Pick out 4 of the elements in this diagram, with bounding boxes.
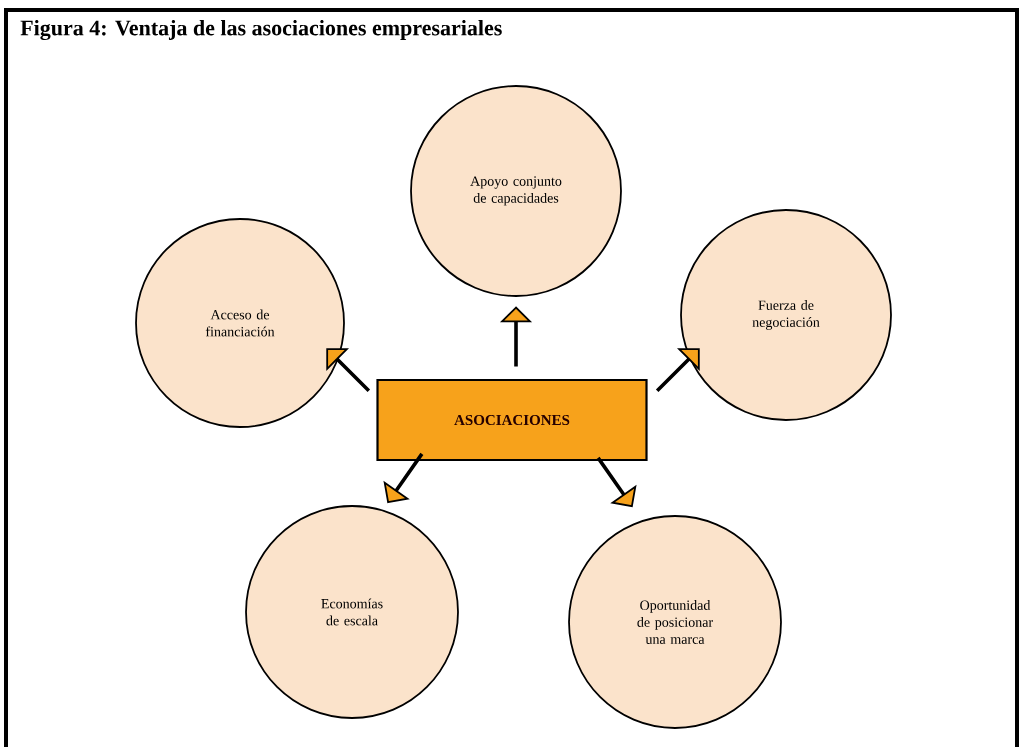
block-arrow [326,348,371,393]
figure-title: Figura 4: Ventaja de las asociaciones empresariales [20,19,502,41]
center-box: ASOCIACIONES [376,378,648,462]
block-arrow [655,348,700,393]
